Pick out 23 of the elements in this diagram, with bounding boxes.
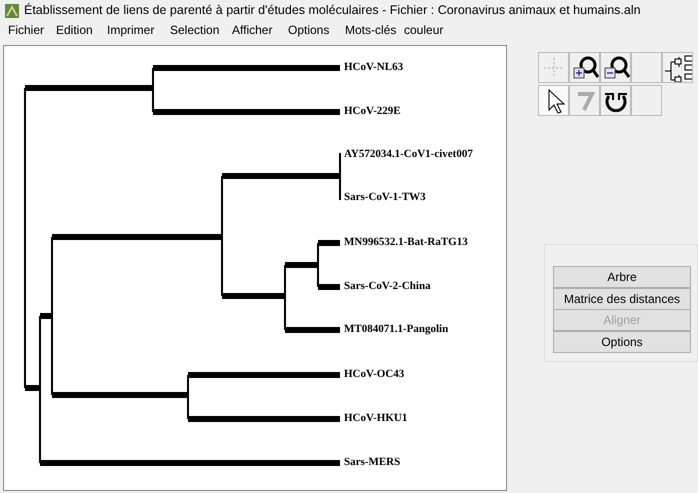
menu-item: Imprimer xyxy=(107,23,154,37)
window-title: Établissement de liens de parenté à partir d'études moléculaires - Fichier : Coronavirus animaux et humains.aln xyxy=(24,3,641,17)
taxon-label: HCoV-HKU1 xyxy=(344,412,408,424)
options-button: Options xyxy=(553,331,691,353)
menu-item: Options xyxy=(288,23,330,37)
align-button: Aligner xyxy=(553,309,691,331)
menu-item: Mots-clés xyxy=(345,23,396,37)
taxon-label: HCoV-OC43 xyxy=(344,368,404,380)
menu-item: Afficher xyxy=(232,23,272,37)
taxon-label: AY572034.1-CoV1-civet007 xyxy=(344,148,473,160)
distance-matrix-button: Matrice des distances xyxy=(553,288,691,310)
taxon-label: HCoV-NL63 xyxy=(344,61,404,73)
taxon-label: MT084071.1-Pangolin xyxy=(344,323,448,335)
menu-item: Edition xyxy=(56,23,93,37)
menu-item: Selection xyxy=(170,23,220,37)
menu-item: Fichier xyxy=(8,23,44,37)
menu-item: couleur xyxy=(404,23,444,37)
taxon-label: Sars-MERS xyxy=(344,456,400,468)
taxon-label: Sars-CoV-2-China xyxy=(344,280,431,292)
tree-button: Arbre xyxy=(553,266,691,288)
taxon-label: MN996532.1-Bat-RaTG13 xyxy=(344,236,468,248)
taxon-label: Sars-CoV-1-TW3 xyxy=(344,191,426,203)
taxon-label: HCoV-229E xyxy=(344,105,401,117)
